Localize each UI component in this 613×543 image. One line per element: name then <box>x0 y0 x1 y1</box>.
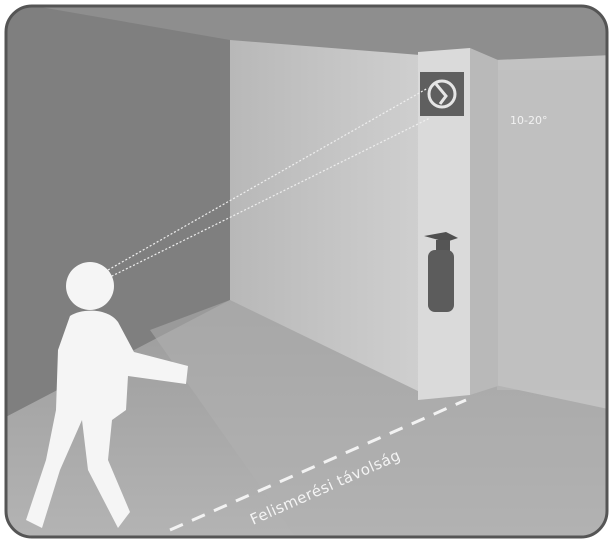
fire-hose-sign-icon <box>420 72 464 116</box>
pillar-side <box>470 48 498 395</box>
viewing-angle-label: 10-20° <box>510 114 547 127</box>
